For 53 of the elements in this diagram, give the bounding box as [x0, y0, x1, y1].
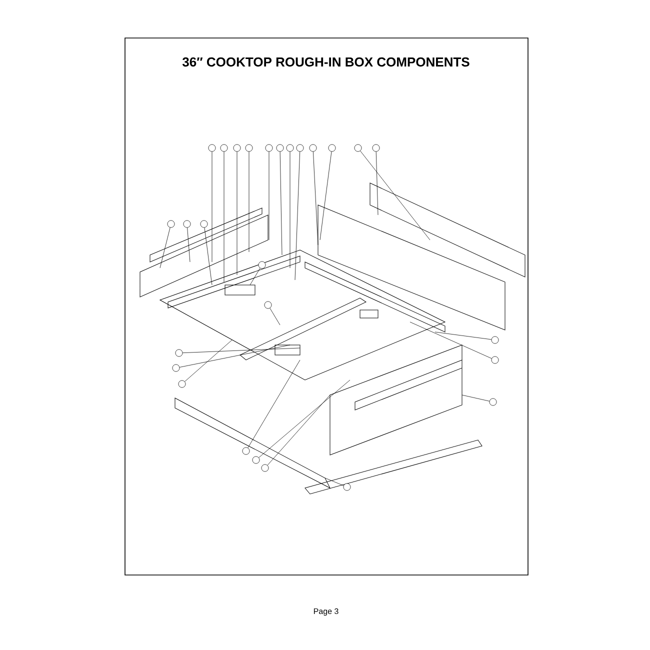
leader-line [184, 340, 232, 382]
callout-circle [252, 456, 260, 464]
callout-circle [208, 144, 216, 152]
callout-circle [220, 144, 228, 152]
callout-circle [172, 364, 180, 372]
callout-circle [491, 336, 499, 344]
callout-circle [258, 261, 266, 269]
callout-circle [175, 349, 183, 357]
leader-line [236, 152, 238, 276]
leader-line [179, 344, 290, 368]
leader-line [270, 308, 280, 326]
callout-circle [328, 144, 336, 152]
leader-line [294, 152, 300, 280]
callout-circle [491, 356, 499, 364]
leader-line [280, 152, 282, 256]
callout-circle [167, 220, 175, 228]
leader-line [250, 268, 260, 286]
callout-circle [265, 144, 273, 152]
leader-line [313, 152, 318, 246]
leader-line [187, 227, 190, 262]
callout-circle [261, 464, 269, 472]
leader-line [360, 150, 430, 240]
callout-circle [343, 483, 351, 491]
leader-line [434, 332, 492, 340]
leader-line [248, 152, 250, 252]
page-number: Page 3 [314, 608, 338, 616]
leader-line [248, 360, 300, 448]
title: 36″ COOKTOP ROUGH-IN BOX COMPONENTS [182, 57, 470, 67]
leader-line [268, 152, 270, 240]
callout-circle [245, 144, 253, 152]
callout-circle [264, 301, 272, 309]
callout-circle [354, 144, 362, 152]
leader-line [204, 227, 212, 286]
callout-circle [276, 144, 284, 152]
leader-line [258, 380, 350, 458]
leader-line [324, 478, 344, 486]
leader-line [182, 348, 300, 354]
callout-circle [200, 220, 208, 228]
callout-circle [242, 447, 250, 455]
callout-circle [296, 144, 304, 152]
leader-line [320, 151, 332, 240]
callout-circle [372, 144, 380, 152]
callout-circle [178, 380, 186, 388]
leader-line [410, 322, 492, 359]
leader-line [376, 152, 378, 216]
leader-line [160, 227, 170, 268]
callout-circle [183, 220, 191, 228]
leader-line [267, 394, 330, 466]
leader-line [462, 394, 490, 402]
callout-circle [489, 398, 497, 406]
callout-circle [286, 144, 294, 152]
callout-circle [309, 144, 317, 152]
callout-circle [233, 144, 241, 152]
